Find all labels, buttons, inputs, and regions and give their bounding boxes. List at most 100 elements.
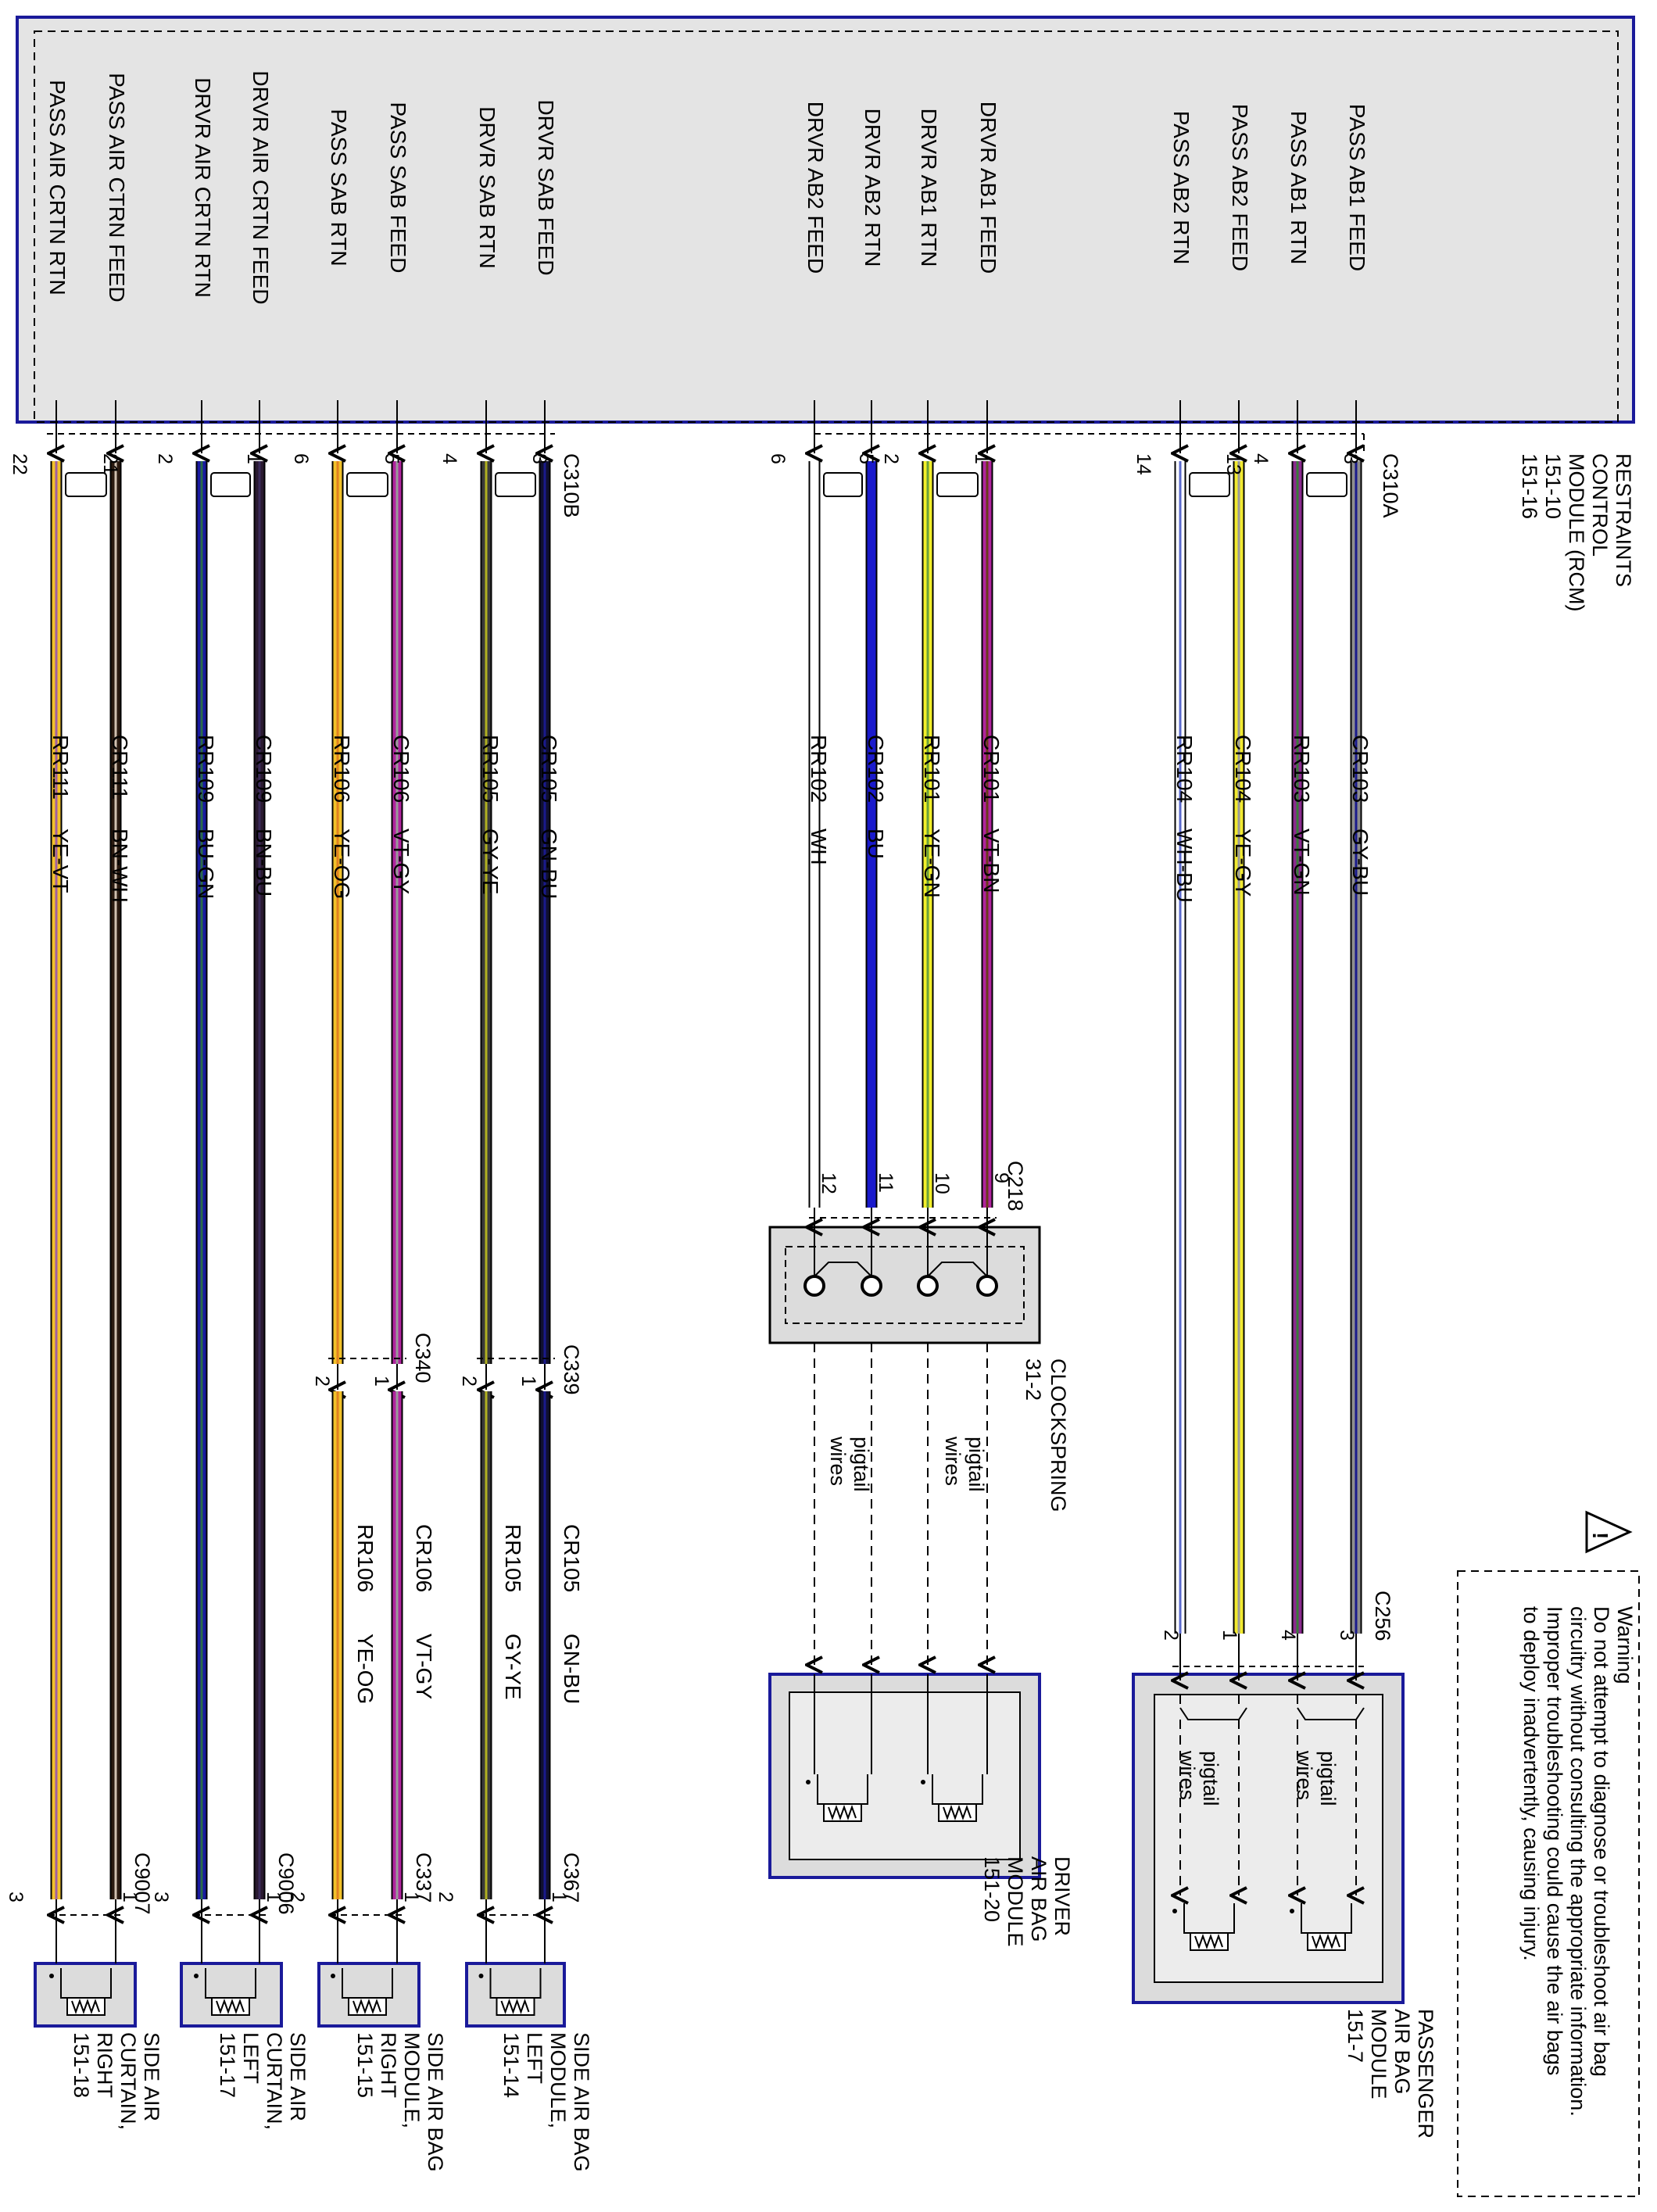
rcm-title: MODULE (RCM) [1565,453,1588,612]
circuit-label: RR111 [48,735,73,800]
c218-pin: 10 [931,1172,953,1194]
circuit-label: RR102 [807,735,831,803]
c256-pin: 2 [1160,1630,1182,1641]
side-curtain-right-label: CURTAIN, [116,2032,140,2130]
c339-pin: 1 [517,1376,539,1387]
rcm-title: RESTRAINTS [1612,453,1635,587]
c218-pin: 12 [818,1172,839,1194]
color-label: VT-GN [1290,829,1314,896]
side-squib-icon [331,1968,393,2016]
c9007-pin: 1 [119,1892,141,1902]
side-airbag-left-label: 151-14 [499,2032,523,2098]
rcm-signal-label: DRVR AIR CRTN RTN [191,77,215,298]
passenger-squib-icon [1290,1903,1352,1951]
clockspring-terminal [917,1275,939,1297]
rcm-pin-number: 1 [971,453,993,464]
pair-shield [936,472,979,497]
color-label: GY-YE [501,1634,525,1700]
circuit-label: RR109 [194,735,218,803]
svg-text:!: ! [1588,1532,1612,1539]
color-label: VT-GY [412,1634,436,1699]
passenger-squib-icon [1172,1903,1235,1951]
color-label: YE-GN [920,829,944,898]
c339-pin: 2 [458,1376,480,1387]
circuit-label: CR106 [412,1524,436,1592]
color-label: BU-GN [194,829,218,899]
color-label: GY-BU [1348,829,1372,896]
connector-c339: C339 [560,1344,583,1395]
passenger-airbag-label: PASSENGER [1414,2009,1437,2139]
side-airbag-left-label: MODULE, [546,2032,570,2128]
connector-c218: C218 [1004,1161,1027,1212]
circuit-label: CR101 [979,735,1004,803]
c340-pin: 2 [311,1376,333,1387]
color-label: GN-BU [537,829,561,899]
driver-airbag-inner [789,1691,1021,1860]
side-airbag-left-box [465,1962,566,2028]
rcm-title: 151-16 [1518,453,1541,519]
pass-loop [1179,1707,1247,1720]
circuit-label: RR101 [920,735,944,803]
rcm-pin-number: 4 [438,453,460,464]
pair-shield [346,472,388,497]
passenger-airbag-label: AIR BAG [1390,2009,1414,2095]
rcm-pin-number: 5 [381,453,403,464]
color-label: YE-OG [330,829,354,899]
rcm-pin-number: 3 [528,453,550,464]
side-curtain-right-label: 151-18 [70,2032,93,2098]
color-label: WH-BU [1172,829,1197,903]
rcm-module-inner [34,30,1619,423]
side-airbag-left-label: SIDE AIR BAG [570,2032,593,2172]
side-airbag-right-label: 151-15 [353,2032,377,2098]
c340-pin: 1 [370,1376,392,1387]
rcm-title: CONTROL [1588,453,1612,557]
connector-c9006: C9006 [274,1852,298,1915]
color-label: BN-BU [252,829,276,897]
side-curtain-right-box [34,1962,137,2028]
color-label: BN-WH [108,829,132,903]
rcm-signal-label: PASS AB1 FEED [1345,104,1369,271]
rcm-pin-number: 1 [243,453,265,464]
pair-shield [65,472,107,497]
driver-airbag-label: 151-20 [980,1856,1004,1922]
circuit-label: RR105 [501,1524,525,1592]
pair-shield [210,472,251,497]
side-curtain-left-label: 151-17 [216,2032,239,2098]
clockspring-label: CLOCKSPRING [1047,1358,1070,1512]
rcm-signal-label: DRVR AB2 FEED [803,102,828,274]
rcm-signal-label: PASS AB1 RTN [1287,111,1311,265]
rcm-signal-label: PASS AB2 FEED [1228,104,1252,271]
c367-pin: 2 [435,1892,456,1902]
driver-airbag-label: DRIVER [1050,1856,1074,1936]
rcm-signal-label: DRVR SAB RTN [475,106,499,268]
circuit-label: CR103 [1348,735,1372,803]
rcm-title: 151-10 [1541,453,1565,519]
pigtail-label: wires [1293,1750,1316,1800]
connector-c337: C337 [412,1852,435,1903]
c218-pin: 11 [875,1172,896,1193]
rcm-pin-number: 5 [855,453,877,464]
rcm-pin-number: 2 [880,453,902,464]
warning-box [1457,1570,1640,2197]
driver-airbag-label: AIR BAG [1027,1856,1050,1942]
circuit-label: CR111 [108,735,132,800]
warning-title: Warning [1613,1606,1637,1684]
rcm-signal-label: DRVR AB1 FEED [976,102,1000,274]
side-airbag-right-label: MODULE, [400,2032,424,2128]
c337-pin: 1 [400,1892,422,1902]
circuit-label: CR106 [389,735,413,803]
c367-pin: 1 [548,1892,570,1902]
c337-pin: 2 [286,1892,308,1902]
warning-text: Do not attempt to diagnose or troublesho… [1590,1606,1613,2077]
pigtail-label: wires [941,1436,964,1486]
side-squib-icon [49,1968,112,2016]
rcm-pin-number: 6 [290,453,312,464]
clockspring-inner [785,1246,1025,1324]
c256-pin: 1 [1219,1630,1240,1641]
side-curtain-right-label: RIGHT [93,2032,116,2098]
rcm-signal-label: PASS AB2 RTN [1169,111,1194,265]
pigtail-label: wires [1176,1750,1199,1800]
circuit-label: RR105 [478,735,503,803]
side-airbag-right-label: RIGHT [377,2032,400,2098]
